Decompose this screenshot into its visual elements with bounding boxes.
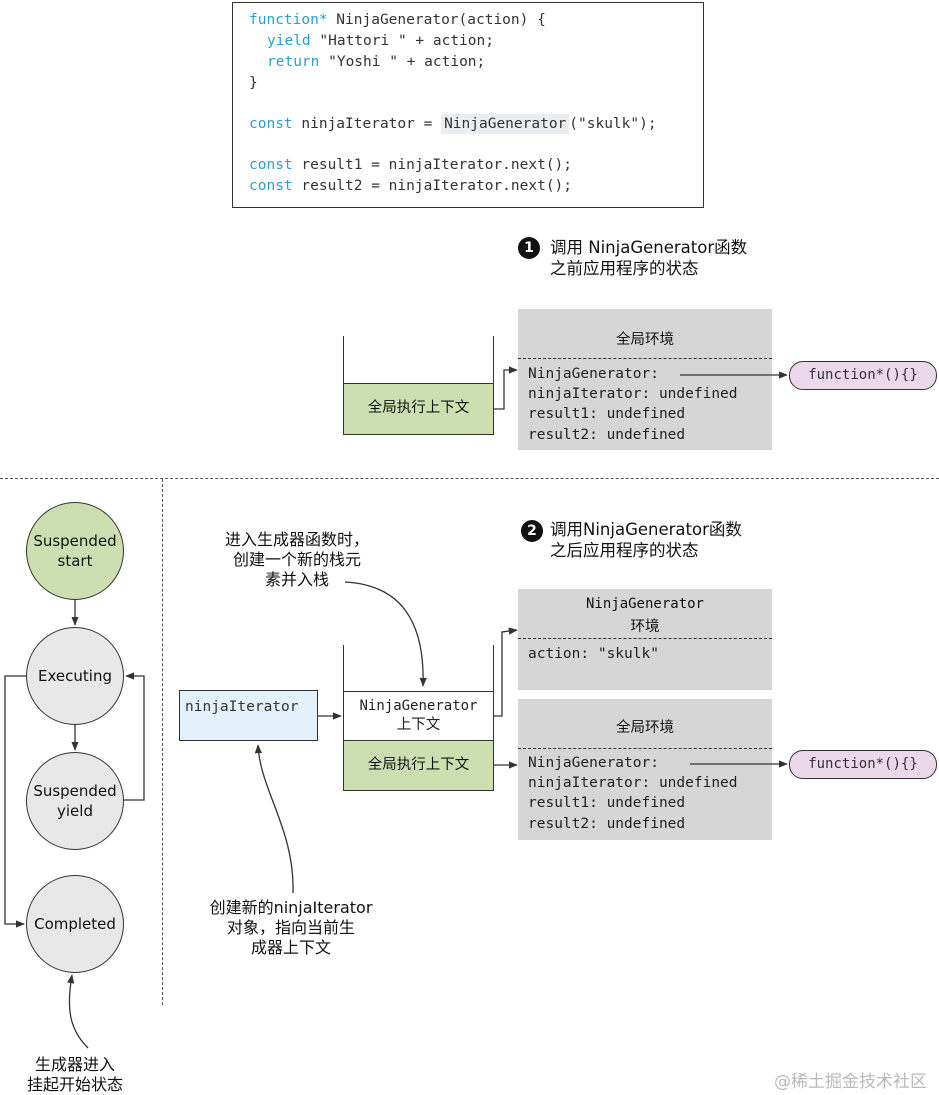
env-title: 环境 [630,619,660,635]
arrow-note-to-iterator [254,744,294,894]
top-function-object: function*(){} [789,361,937,390]
code-line-3: return "Yoshi " + action; [267,54,486,70]
arrow-note-to-frame [344,581,427,687]
env-entry: ninjaIterator: undefined [528,775,738,791]
state-column-divider [162,479,163,1005]
bottom-global-context-frame: 全局执行上下文 [343,740,494,791]
new-stack-frame-note: 进入生成器函数时， 创建一个新的栈元 素并入栈 [224,530,369,589]
code-line-7: const result2 = ninjaIterator.next(); [249,178,573,194]
env-entry: result2: undefined [528,427,686,443]
arrow-state-note-to-completed [67,974,89,1049]
step-2-badge: 2 [521,520,543,542]
code-line-2: yield "Hattori " + action; [267,33,494,49]
step-2-caption: 调用NinjaGenerator函数 之后应用程序的状态 [550,520,742,560]
env-title: NinjaGenerator [585,596,704,612]
code-line-5: const ninjaIterator = NinjaGenerator("sk… [249,114,657,134]
arrow-ninja-frame-to-env [494,627,518,717]
state-completed: Completed [26,875,124,973]
highlighted-call: NinjaGenerator [441,114,570,134]
state-note: 生成器进入 挂起开始状态 [26,1055,123,1094]
ninja-generator-context-frame: NinjaGenerator 上下文 [343,691,494,741]
code-listing: function* NinjaGenerator(action) { yield… [232,2,704,208]
arrow-executing-to-completed [4,675,26,928]
env-entry: NinjaGenerator: [528,366,659,382]
section-divider [0,478,939,479]
env-title: 全局环境 [616,332,674,348]
code-line-6: const result1 = ninjaIterator.next(); [249,157,573,173]
env-entry: result1: undefined [528,795,686,811]
top-global-context-frame: 全局执行上下文 [343,383,494,435]
bottom-function-object: function*(){} [789,750,937,779]
ninja-generator-environment: NinjaGenerator 环境 action: "skulk" [518,589,772,690]
state-executing: Executing [26,627,124,725]
arrow-yield-to-executing [124,672,145,801]
top-global-environment: 全局环境 NinjaGenerator: ninjaIterator: unde… [518,309,772,450]
env-title: 全局环境 [616,720,674,736]
env-entry: result2: undefined [528,816,686,832]
arrow-top-frame-to-env [494,366,518,410]
new-iterator-note: 创建新的ninjaIterator 对象，指向当前生 成器上下文 [209,898,373,957]
bottom-global-environment: 全局环境 NinjaGenerator: ninjaIterator: unde… [518,699,772,840]
step-1-badge: 1 [518,237,540,259]
watermark: @稀土掘金技术社区 [774,1072,927,1092]
code-line-1: function* NinjaGenerator(action) { [249,12,546,28]
env-entry: result1: undefined [528,406,686,422]
env-entry: action: "skulk" [528,646,659,662]
code-line-4: } [249,75,258,91]
ninja-iterator-object: ninjaIterator [179,690,318,741]
step-1-caption: 调用 NinjaGenerator函数 之前应用程序的状态 [550,238,748,278]
env-entry: ninjaIterator: undefined [528,386,738,402]
env-entry: NinjaGenerator: [528,755,659,771]
